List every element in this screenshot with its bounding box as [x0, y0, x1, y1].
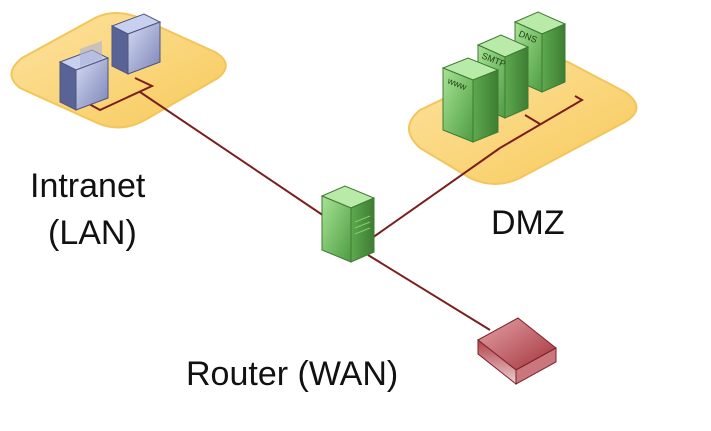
- lan-bus-link: [81, 77, 155, 112]
- dmz-bus-drop-smtp: [524, 114, 541, 125]
- dmz-to-firewall-link: [371, 147, 501, 239]
- intranet-label-line2: (LAN): [48, 214, 137, 252]
- router-device: [477, 317, 557, 386]
- dmz-bus-link: [499, 95, 584, 149]
- lan-to-firewall-link: [139, 91, 331, 221]
- firewall-to-router-link: [367, 254, 491, 331]
- network-links: [81, 77, 584, 331]
- firewall-server: [320, 185, 376, 263]
- dmz-label: DMZ: [491, 204, 565, 242]
- router-label: Router (WAN): [186, 355, 398, 393]
- lan-workstation-2: [110, 13, 162, 75]
- www-server: www: [441, 57, 500, 143]
- intranet-label-line1: Intranet: [30, 167, 146, 205]
- lan-workstation-1: [58, 40, 110, 111]
